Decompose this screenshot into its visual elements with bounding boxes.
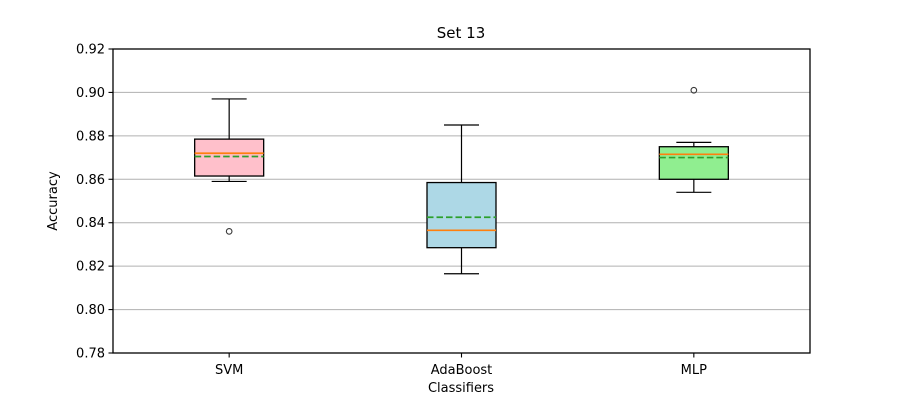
- box-group-adaboost: [426, 124, 497, 275]
- iqr-box-mlp: [658, 146, 729, 180]
- box-group-svm: [194, 98, 265, 235]
- y-tick-label: 0.78: [76, 347, 105, 362]
- x-tick-label: MLP: [681, 363, 707, 378]
- y-tick-label: 0.92: [76, 43, 105, 58]
- y-tick-label: 0.86: [76, 173, 105, 188]
- chart-title: Set 13: [437, 24, 486, 42]
- x-axis-label: Classifiers: [428, 381, 494, 396]
- iqr-box-adaboost: [426, 181, 497, 249]
- y-tick-label: 0.84: [76, 216, 105, 231]
- y-axis-label: Accuracy: [46, 171, 61, 231]
- x-tick-label: SVM: [215, 363, 243, 378]
- iqr-box-svm: [194, 138, 265, 177]
- y-tick-label: 0.82: [76, 260, 105, 275]
- box-group-mlp: [658, 86, 729, 193]
- x-tick-label: AdaBoost: [431, 363, 493, 378]
- boxes-layer: [194, 86, 729, 275]
- y-tick-label: 0.80: [76, 303, 105, 318]
- outlier-marker-mlp: [690, 86, 698, 94]
- outlier-marker-svm: [225, 228, 233, 235]
- y-tick-label: 0.90: [76, 86, 105, 101]
- y-tick-label: 0.88: [76, 129, 105, 144]
